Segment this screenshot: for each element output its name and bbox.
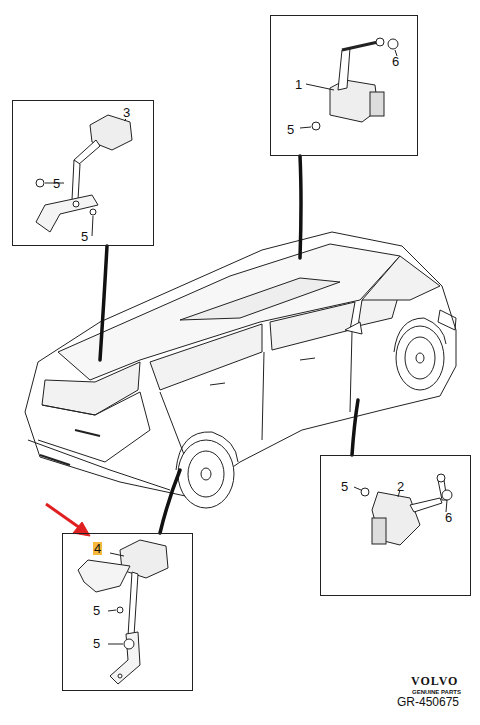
figure-number: GR-450675 (397, 696, 459, 708)
callout-number: 5 (287, 123, 294, 136)
inset-box: 1 6 5 (270, 15, 418, 156)
inset-box: 3 5 5 (12, 100, 154, 246)
inset-box: 5 2 6 (320, 455, 471, 596)
callout-number: 5 (341, 480, 348, 493)
callout-number: 4 (93, 542, 102, 555)
brand-logo: VOLVO (411, 675, 458, 687)
brand-tagline: GENUINE PARTS (412, 689, 461, 695)
callout-number: 6 (445, 511, 452, 524)
callout-number: 2 (397, 480, 404, 493)
callout-number: 5 (93, 604, 100, 617)
callout-number: 1 (295, 78, 302, 91)
callout-number: 6 (392, 55, 399, 68)
callout-number: 5 (81, 230, 88, 243)
callout-number: 3 (123, 106, 130, 119)
callout-number: 5 (53, 177, 60, 190)
callout-number: 5 (93, 637, 100, 650)
inset-box: 4 5 5 (62, 533, 193, 691)
